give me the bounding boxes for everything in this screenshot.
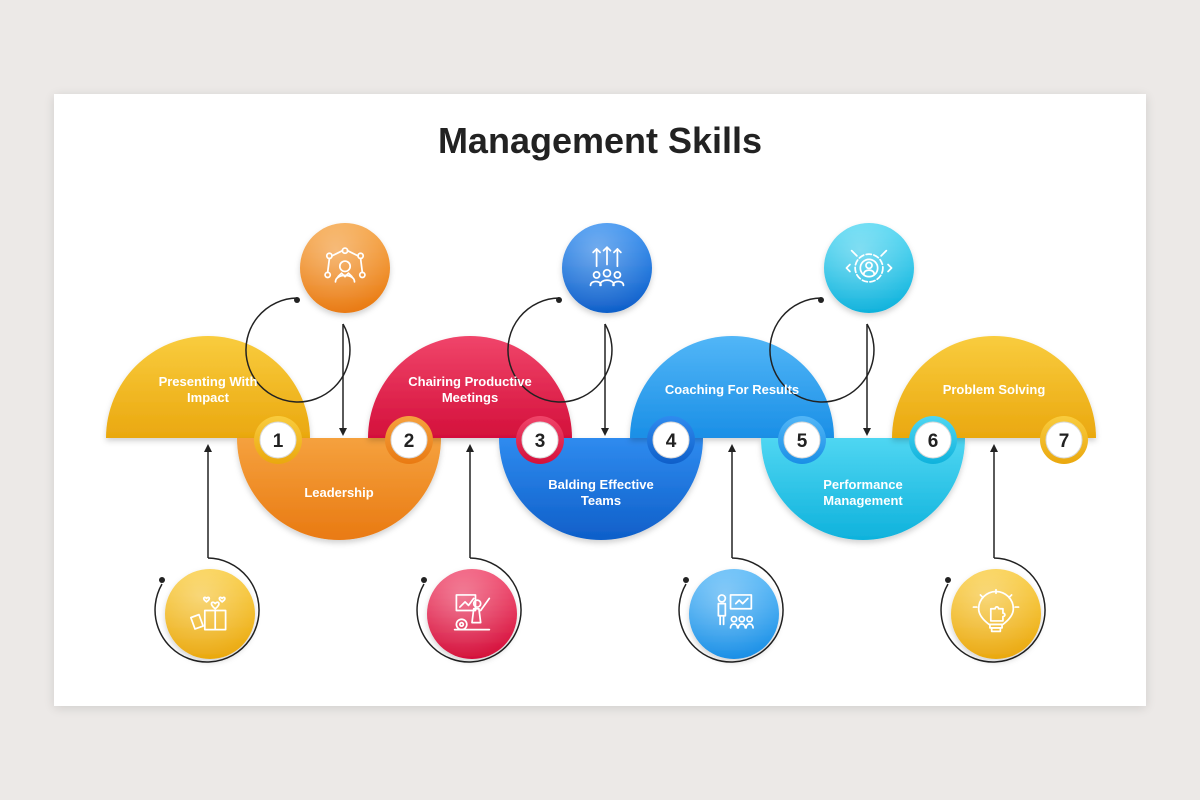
step-1-shape	[106, 336, 310, 438]
step-7-icon-circle	[951, 569, 1041, 659]
step-5-icon-circle	[689, 569, 779, 659]
step-2-icon-circle	[300, 223, 390, 313]
step-2-shape	[237, 438, 441, 540]
step-6-number: 6	[928, 431, 939, 452]
step-7-number: 7	[1059, 431, 1070, 452]
step-7-label: Problem Solving	[943, 382, 1046, 397]
step-5-shape	[630, 336, 834, 438]
step-2-number: 2	[404, 431, 415, 452]
step-4-badge: 4	[647, 416, 695, 464]
step-3-badge: 3	[516, 416, 564, 464]
step-3-shape	[368, 336, 572, 438]
step-2-label: Leadership	[304, 485, 373, 500]
step-6-badge: 6	[909, 416, 957, 464]
step-4-shape	[499, 438, 703, 540]
step-6-icon-circle	[824, 223, 914, 313]
step-6-shape	[761, 438, 965, 540]
step-7-shape	[892, 336, 1096, 438]
step-7-badge: 7	[1040, 416, 1088, 464]
step-5-number: 5	[797, 431, 808, 452]
step-4-number: 4	[666, 431, 677, 452]
step-5-label: Coaching For Results	[665, 382, 799, 397]
step-1-number: 1	[273, 431, 284, 452]
step-4-icon-circle	[562, 223, 652, 313]
step-5-badge: 5	[778, 416, 826, 464]
step-3-number: 3	[535, 431, 546, 452]
page-title: Management Skills	[437, 120, 763, 161]
step-1-icon-circle	[165, 569, 255, 659]
step-2-badge: 2	[385, 416, 433, 464]
step-3-icon-circle	[427, 569, 517, 659]
step-1-badge: 1	[254, 416, 302, 464]
